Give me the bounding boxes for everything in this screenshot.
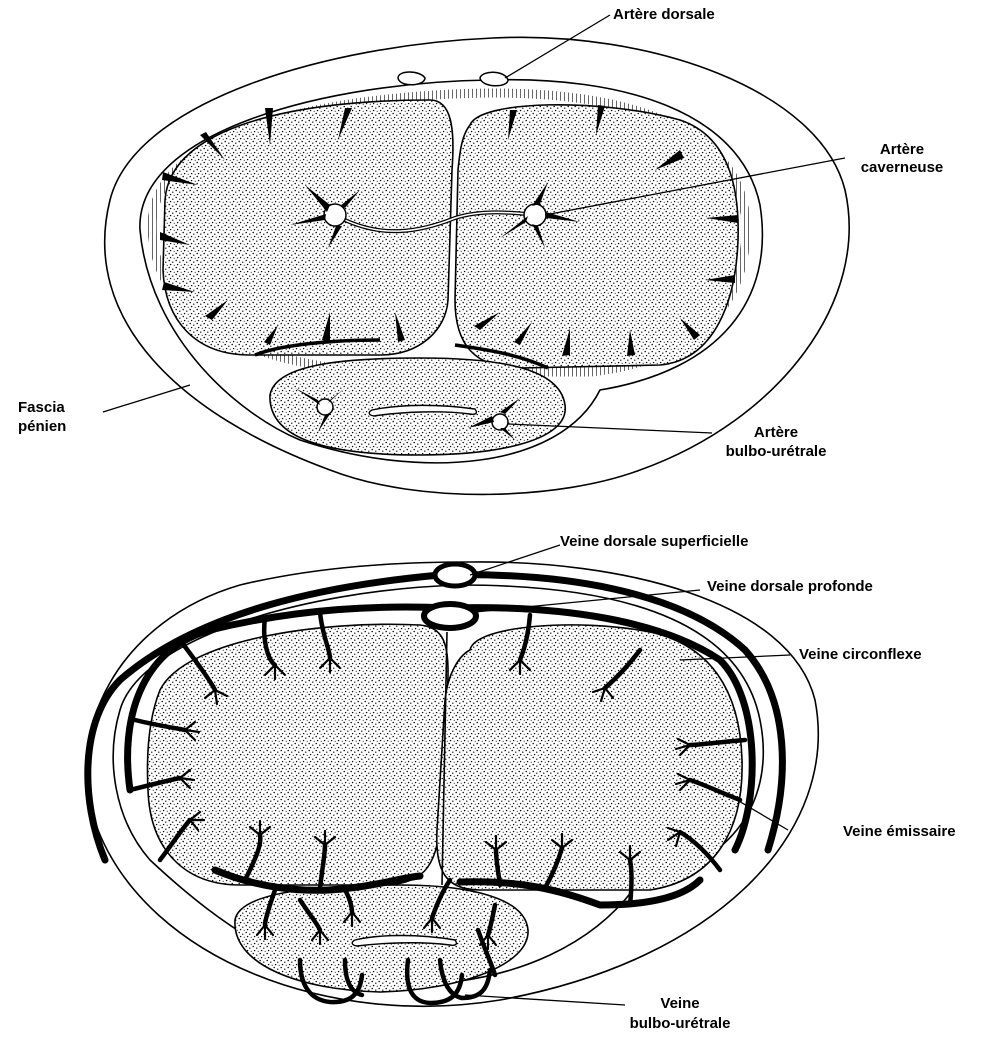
- bulbourethral-artery-right: [492, 414, 508, 430]
- dorsal-artery-leader: [505, 15, 610, 78]
- dorsal-artery-right: [480, 72, 508, 86]
- label-circumflex-vein: Veine circonflexe: [799, 646, 922, 663]
- label-bulbourethral-vein-line2: bulbo-urétrale: [630, 1015, 731, 1032]
- superficial-dorsal-vein: [435, 564, 475, 586]
- right-corpus-veins: [437, 625, 742, 890]
- cavernous-artery-right: [524, 204, 546, 226]
- label-cavernous-artery-line1: Artère: [880, 141, 924, 158]
- label-bulbourethral-vein-line1: Veine: [660, 995, 699, 1012]
- dorsal-artery-left: [398, 72, 425, 85]
- artery-cross-section: [103, 15, 849, 494]
- left-corpus-veins: [148, 624, 449, 885]
- vein-cross-section: [87, 545, 819, 1006]
- bulbourethral-vein-leader: [465, 995, 625, 1005]
- label-bulbourethral-artery-line1: Artère: [754, 424, 798, 441]
- label-penile-fascia-line2: pénien: [18, 418, 66, 435]
- label-bulbourethral-artery-line2: bulbo-urétrale: [726, 443, 827, 460]
- label-emissary-vein: Veine émissaire: [843, 823, 956, 840]
- deep-dorsal-vein: [424, 604, 476, 628]
- superficial-dorsal-vein-leader: [470, 545, 560, 575]
- penile-fascia-leader: [103, 385, 190, 412]
- label-superficial-dorsal-vein: Veine dorsale superficielle: [560, 533, 748, 550]
- bulbourethral-artery-left: [317, 399, 333, 415]
- label-cavernous-artery-line2: caverneuse: [861, 159, 944, 176]
- label-deep-dorsal-vein: Veine dorsale profonde: [707, 578, 873, 595]
- right-corpus-cavernosum: [455, 105, 738, 368]
- label-dorsal-artery: Artère dorsale: [613, 6, 715, 23]
- label-penile-fascia-line1: Fascia: [18, 399, 65, 416]
